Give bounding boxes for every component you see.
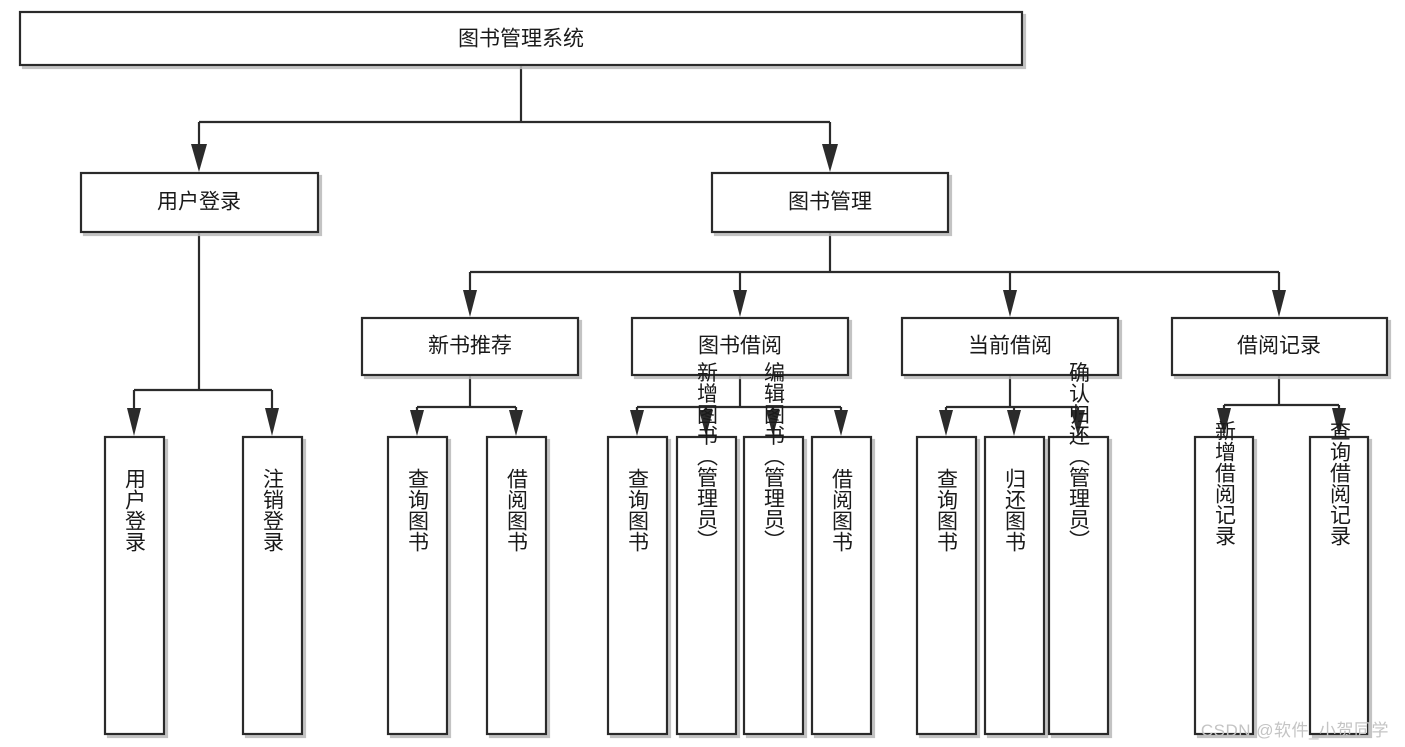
leaf-add-book-admin[interactable]: 新增图书（管理员） [675,362,738,736]
leaf-confirm-return-admin[interactable]: 确认归还（管理员） [1047,362,1110,736]
leaf-logout[interactable]: 注销登录 [241,435,304,736]
leaf-edit-book-admin-box[interactable] [742,435,805,736]
leaf-add-book-admin-label: 新增图书（管理员） [695,362,719,551]
arrow-head-leaf-borrow-book-1 [509,410,523,436]
node-user-login-label: 用户登录 [157,191,241,214]
leaf-borrow-book-borrow-label: 借阅图书 [830,468,854,552]
arrow-head-record [1272,290,1286,317]
node-borrow-record-label: 借阅记录 [1237,335,1321,358]
node-borrow-record[interactable]: 借阅记录 [1170,316,1389,377]
node-book-borrow[interactable]: 图书借阅 [630,316,850,377]
leaf-user-login-label: 用户登录 [123,468,147,552]
leaf-borrow-book-newbook-label: 借阅图书 [505,468,529,552]
arrow-head-leaf-add-book [699,410,713,436]
leaf-add-borrow-record-label: 新增借阅记录 [1213,420,1237,546]
leaf-query-book-newbook-box[interactable] [386,435,449,736]
arrow-head-leaf-edit-book [766,410,780,436]
node-new-book-recommend-box[interactable] [360,316,580,377]
leaf-query-book-borrow-box[interactable] [606,435,669,736]
node-book-borrow-box[interactable] [630,316,850,377]
leaf-query-book-borrow[interactable]: 查询图书 [606,435,669,736]
arrow-head-leaf-user-login [127,408,141,436]
leaf-user-login-box[interactable] [103,435,166,736]
leaf-confirm-return-admin-box[interactable] [1047,435,1110,736]
leaf-return-book-label: 归还图书 [1003,468,1027,552]
node-current-borrow-box[interactable] [900,316,1120,377]
arrow-head-borrow [733,290,747,317]
leaf-borrow-book-newbook-box[interactable] [485,435,548,736]
node-current-borrow-label: 当前借阅 [968,335,1052,358]
node-book-borrow-label: 图书借阅 [698,335,782,358]
arrow-head-leaf-logout [265,408,279,436]
arrow-head-new-book [463,290,477,317]
leaf-edit-book-admin[interactable]: 编辑图书（管理员） [742,362,805,736]
leaf-borrow-book-borrow[interactable]: 借阅图书 [810,435,873,736]
leaf-return-book-box[interactable] [983,435,1046,736]
arrow-head-leaf-confirm-return [1071,410,1085,436]
leaf-add-book-admin-box[interactable] [675,435,738,736]
arrow-head-leaf-borrow-book-2 [834,410,848,436]
leaf-add-borrow-record-box[interactable] [1193,435,1255,736]
leaf-query-book-newbook[interactable]: 查询图书 [386,435,449,736]
arrow-head-leaf-return-book [1007,410,1021,436]
leaf-return-book[interactable]: 归还图书 [983,435,1046,736]
node-book-management[interactable]: 图书管理 [710,171,950,234]
node-new-book-recommend-label: 新书推荐 [428,335,512,358]
arrow-head-leaf-add-record [1217,408,1231,436]
arrow-head-user-login [191,144,207,172]
leaf-borrow-book-newbook[interactable]: 借阅图书 [485,435,548,736]
leaf-logout-label: 注销登录 [261,468,285,552]
leaf-query-book-current-box[interactable] [915,435,978,736]
node-current-borrow[interactable]: 当前借阅 [900,316,1120,377]
leaf-add-borrow-record[interactable]: 新增借阅记录 [1193,420,1255,736]
leaf-query-book-current[interactable]: 查询图书 [915,435,978,736]
connector-group [127,65,1346,436]
leaf-query-borrow-record-box[interactable] [1308,435,1370,736]
arrow-head-leaf-query-book-1 [410,410,424,436]
leaf-query-borrow-record-label: 查询借阅记录 [1328,420,1352,546]
leaf-query-book-current-label: 查询图书 [935,468,959,552]
leaf-query-book-borrow-label: 查询图书 [626,468,650,552]
node-book-management-label: 图书管理 [788,191,872,214]
arrow-head-book-mgmt [822,144,838,172]
leaf-logout-box[interactable] [241,435,304,736]
node-user-login[interactable]: 用户登录 [79,171,320,234]
node-root-box[interactable] [18,10,1024,67]
node-new-book-recommend[interactable]: 新书推荐 [360,316,580,377]
node-root-label: 图书管理系统 [458,28,584,51]
leaf-user-login[interactable]: 用户登录 [103,435,166,736]
arrow-head-leaf-query-book-3 [939,410,953,436]
arrow-head-leaf-query-record [1332,408,1346,436]
leaf-query-book-newbook-label: 查询图书 [406,468,430,552]
node-user-login-box[interactable] [79,171,320,234]
node-borrow-record-box[interactable] [1170,316,1389,377]
csdn-watermark: CSDN @软件_小贺同学 [1200,721,1389,740]
leaf-query-borrow-record[interactable]: 查询借阅记录 [1308,420,1370,736]
leaf-borrow-book-borrow-box[interactable] [810,435,873,736]
node-root[interactable]: 图书管理系统 [18,10,1024,67]
arrow-head-current [1003,290,1017,317]
leaf-edit-book-admin-label: 编辑图书（管理员） [762,362,786,551]
node-book-management-box[interactable] [710,171,950,234]
leaf-confirm-return-admin-label: 确认归还（管理员） [1067,362,1091,551]
arrow-head-leaf-query-book-2 [630,410,644,436]
